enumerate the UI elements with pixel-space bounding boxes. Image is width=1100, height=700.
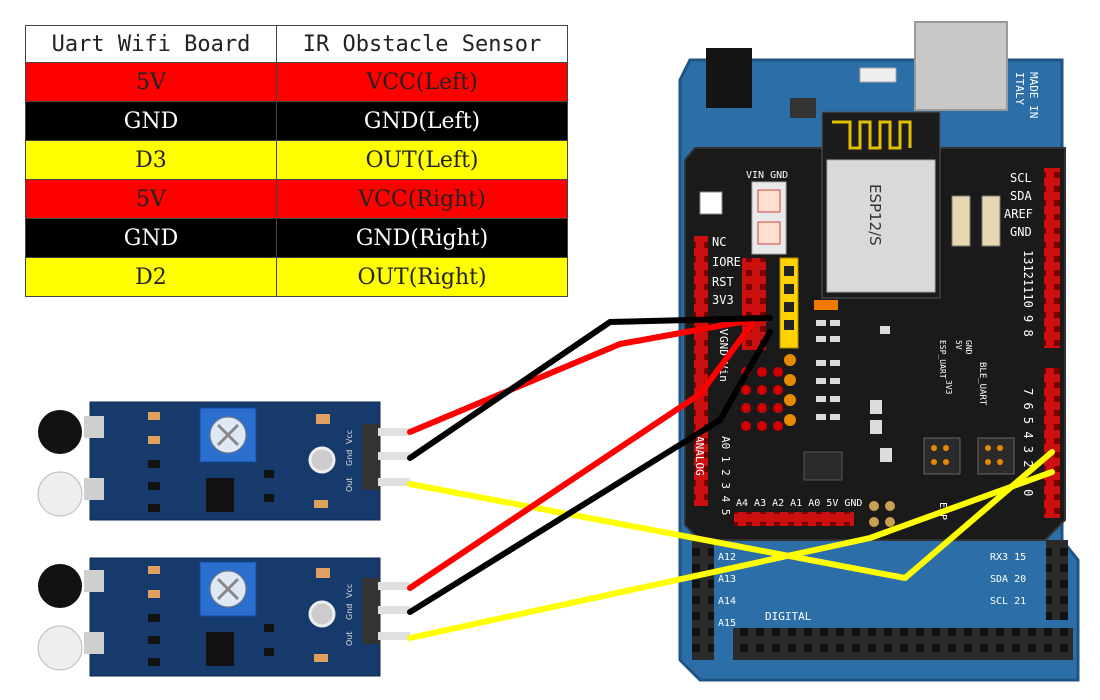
board-pin-cell: D2	[25, 257, 277, 297]
svg-text:Vcc: Vcc	[345, 584, 354, 598]
sensor-pin-cell: GND(Left)	[276, 101, 568, 141]
svg-text:SDA 20: SDA 20	[990, 574, 1026, 585]
svg-text:GND: GND	[964, 340, 973, 355]
svg-text:Gnd: Gnd	[345, 450, 354, 466]
svg-text:A13: A13	[718, 574, 736, 585]
svg-text:A12: A12	[718, 552, 736, 563]
wiring-table: Uart Wifi Board IR Obstacle Sensor 5V VC…	[25, 25, 568, 297]
digital-label: DIGITAL	[765, 610, 812, 623]
vin-gnd-label: VIN GND	[746, 170, 788, 181]
power-jack	[706, 48, 752, 108]
uart-wifi-shield: ESP12/S VIN GND NC IORE RST 3V3 5V GND V…	[684, 111, 1066, 541]
svg-text:SCL: SCL	[1010, 171, 1032, 185]
board-pin-cell: 5V	[25, 179, 277, 219]
esp12s-module: ESP12/S	[821, 111, 941, 299]
sensor-pin-cell: OUT(Left)	[276, 140, 568, 180]
table-row: 5V VCC(Right)	[25, 179, 568, 219]
svg-text:IORE: IORE	[712, 255, 741, 269]
board-pin-cell: GND	[25, 101, 277, 141]
board-pin-cell: GND	[25, 218, 277, 258]
wire-vcc-right	[407, 321, 755, 591]
svg-text:NC: NC	[712, 235, 726, 249]
table-row: D3 OUT(Left)	[25, 140, 568, 180]
sensor-pin-cell: VCC(Left)	[276, 62, 568, 102]
sensor-pin-cell: VCC(Right)	[276, 179, 568, 219]
wire-gnd-right	[407, 329, 773, 615]
svg-text:SDA: SDA	[1010, 189, 1032, 203]
svg-text:A15: A15	[718, 618, 736, 629]
svg-text:A0 1 2 3 4 5: A0 1 2 3 4 5	[719, 436, 732, 515]
wires	[407, 315, 1055, 641]
header-board: Uart Wifi Board	[25, 25, 277, 63]
wire-gnd-left	[407, 315, 773, 461]
svg-text:SCL 21: SCL 21	[990, 596, 1026, 607]
svg-text:Out: Out	[345, 631, 354, 646]
svg-text:ANALOG: ANALOG	[693, 436, 706, 476]
sensor-pin-cell: OUT(Right)	[276, 257, 568, 297]
svg-text:RX3 15: RX3 15	[990, 552, 1026, 563]
esp-module-label: ESP12/S	[866, 184, 884, 246]
svg-text:Vcc: Vcc	[345, 430, 354, 444]
digital-high-numbers: 13121110 9 8	[1021, 250, 1035, 337]
svg-text:5V: 5V	[954, 340, 963, 350]
table-row: GND GND(Left)	[25, 101, 568, 141]
wire-vcc-left	[407, 317, 755, 435]
svg-text:A14: A14	[718, 596, 736, 607]
svg-text:GND: GND	[1010, 225, 1032, 239]
sensor-pin-cell: GND(Right)	[276, 218, 568, 258]
svg-text:Gnd: Gnd	[345, 604, 354, 620]
header-sensor: IR Obstacle Sensor	[276, 25, 568, 63]
table-row: D2 OUT(Right)	[25, 257, 568, 297]
wire-out-left	[407, 449, 1055, 581]
svg-text:AREF: AREF	[1004, 207, 1033, 221]
wire-out-right	[407, 469, 1055, 641]
digital-header	[733, 628, 1073, 660]
usb-port	[914, 21, 1008, 111]
table-row: GND GND(Right)	[25, 218, 568, 258]
svg-text:RST: RST	[712, 275, 734, 289]
svg-text:3V3: 3V3	[944, 380, 953, 395]
svg-text:A4 A3 A2 A1 A0 5V GND: A4 A3 A2 A1 A0 5V GND	[736, 498, 862, 509]
svg-text:GND: GND	[717, 336, 730, 356]
board-pin-cell: D3	[25, 140, 277, 180]
italy-label: ITALY	[1013, 72, 1026, 105]
table-header-row: Uart Wifi Board IR Obstacle Sensor	[25, 25, 568, 63]
svg-text:ESP_UART: ESP_UART	[938, 340, 947, 379]
ir-sensor-right: Vcc Gnd Out	[37, 557, 410, 677]
ir-sensor-left: Vcc Gnd Out	[37, 401, 410, 521]
made-in-label: MADE IN	[1027, 72, 1040, 118]
svg-text:BLE_UART: BLE_UART	[977, 362, 987, 406]
svg-text:Out: Out	[345, 477, 354, 492]
svg-text:3V3: 3V3	[712, 293, 734, 307]
